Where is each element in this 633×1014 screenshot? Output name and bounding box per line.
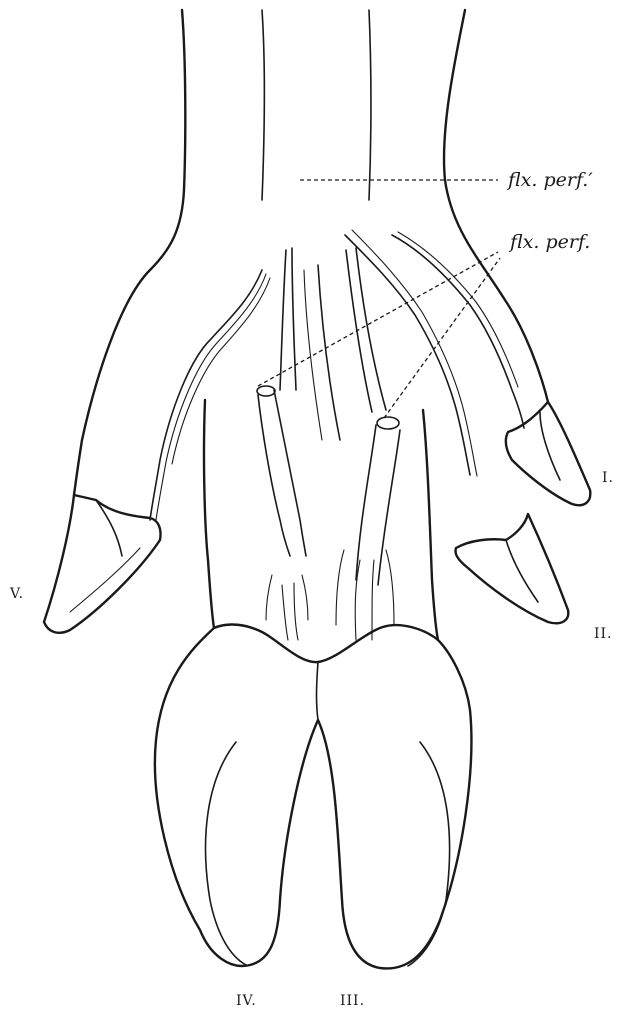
- cut-tendon-left: [257, 248, 308, 640]
- tendon-digit-5: [150, 270, 270, 520]
- digit-2-hoof: [456, 514, 569, 623]
- label-digit-1: I.: [602, 470, 614, 486]
- digit-1-hoof: [506, 402, 590, 505]
- label-flx-perf-prime: flx. perf.′: [506, 169, 593, 191]
- label-digit-2: II.: [594, 626, 613, 642]
- limb-outline: [74, 10, 548, 495]
- label-digit-4: IV.: [236, 993, 257, 1009]
- cut-tendon-right: [304, 248, 400, 640]
- label-digit-5: V.: [9, 586, 24, 602]
- digit-5-hoof: [44, 495, 161, 633]
- main-hoof: [155, 625, 471, 969]
- label-flx-perf: flx. perf.: [508, 231, 590, 253]
- label-digit-3: III.: [340, 993, 365, 1009]
